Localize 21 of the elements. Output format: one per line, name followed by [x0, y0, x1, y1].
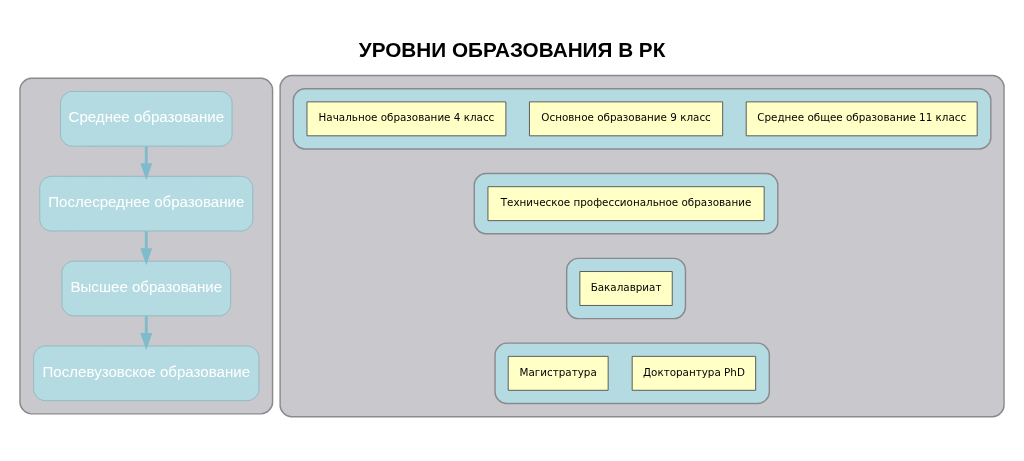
node-box: Послевузовское образование: [33, 345, 260, 401]
node-box: Начальное образование 4 класс: [306, 100, 507, 136]
cluster: [292, 87, 992, 150]
cluster: [19, 77, 274, 415]
diagram-title: УРОВНИ ОБРАЗОВАНИЯ В РК: [358, 37, 666, 61]
node-box: Магистратура: [507, 355, 609, 391]
node-box: Докторантура PhD: [631, 355, 757, 391]
node-box: Основное образование 9 класс: [528, 100, 724, 136]
node-box: Среднее общее образование 11 класс: [745, 100, 978, 136]
cluster: [494, 341, 771, 404]
cluster: [279, 74, 1005, 417]
node-box: Послесреднее образование: [39, 175, 254, 231]
cluster: [473, 172, 779, 235]
arrow: [140, 230, 153, 265]
node-box: Высшее образование: [61, 260, 232, 316]
node-box: Бакалавриат: [579, 270, 673, 306]
arrow: [140, 146, 153, 180]
cluster: [565, 257, 687, 319]
arrow: [140, 315, 153, 350]
node-box: Техническое профессиональное образование: [487, 185, 765, 221]
node-box: Среднее образование: [60, 90, 233, 147]
